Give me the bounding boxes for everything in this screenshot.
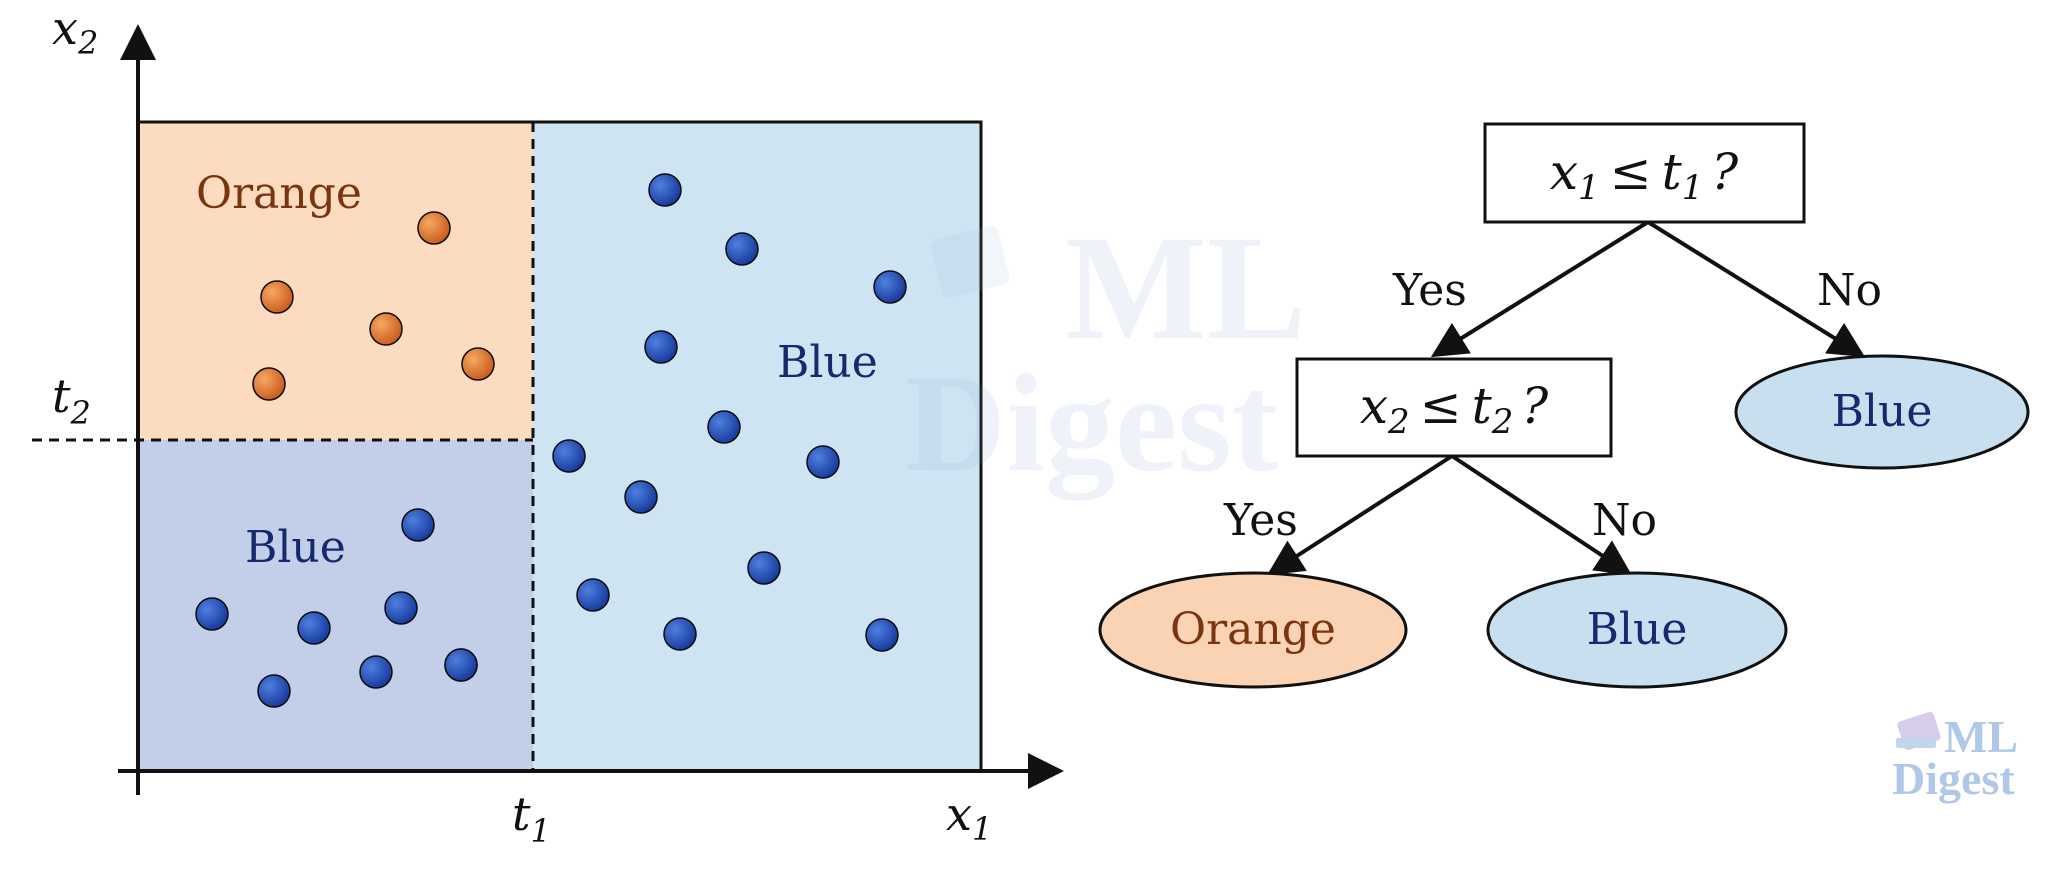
watermark-center: ML Digest <box>905 205 1307 501</box>
corner-logo-ml: ML <box>1944 711 2018 762</box>
orange-point-5 <box>252 367 286 401</box>
blue-left-point-6 <box>359 655 393 689</box>
leaf-right-label: Blue <box>1832 386 1933 437</box>
leaf-left-label: Orange <box>1170 604 1336 655</box>
root-condition: x1≤t1? <box>1550 143 1739 208</box>
orange-point-4 <box>461 347 495 381</box>
root-node: x1≤t1? <box>1483 122 1806 224</box>
decision-tree: x1≤t1? x2≤t2? Yes No Yes No Blue Orange … <box>1098 122 2030 689</box>
blue-right-point-3 <box>873 270 907 304</box>
t1-label: t1 <box>512 787 551 850</box>
orange-region-label: Orange <box>196 168 362 219</box>
leaf-left-orange: Orange <box>1098 571 1408 689</box>
blue-right-point-9 <box>747 551 781 585</box>
child-condition: x2≤t2? <box>1360 377 1549 442</box>
blue-right-point-10 <box>576 578 610 612</box>
blue-right-point-5 <box>707 410 741 444</box>
orange-point-1 <box>417 211 451 245</box>
child-node: x2≤t2? <box>1295 357 1613 458</box>
blue-right-point-8 <box>624 480 658 514</box>
blue-left-region-label: Blue <box>245 522 346 573</box>
orange-region <box>138 122 533 440</box>
orange-point-3 <box>369 312 403 346</box>
orange-point-2 <box>260 280 294 314</box>
edge-root-yes <box>1430 220 1650 358</box>
blue-left-point-3 <box>297 611 331 645</box>
blue-left-point-5 <box>257 674 291 708</box>
leaf-right-blue: Blue <box>1734 354 2030 470</box>
blue-right-point-2 <box>725 232 759 266</box>
corner-logo-digest: Digest <box>1892 753 2015 804</box>
root-yes-label: Yes <box>1392 265 1467 316</box>
blue-right-point-7 <box>806 445 840 479</box>
edge-root-no <box>1646 220 1866 358</box>
edge-child-yes <box>1266 454 1454 576</box>
watermark-center-ml: ML <box>1065 205 1307 371</box>
blue-right-point-6 <box>552 439 586 473</box>
blue-right-points <box>552 173 907 652</box>
blue-left-points <box>195 508 478 708</box>
edge-child-no <box>1450 454 1633 576</box>
blue-right-region-label: Blue <box>777 337 878 388</box>
blue-left-point-8 <box>444 648 478 682</box>
leaf-mid-blue: Blue <box>1486 571 1788 689</box>
blue-right-point-1 <box>648 173 682 207</box>
child-yes-label: Yes <box>1223 495 1298 546</box>
blue-right-point-12 <box>865 618 899 652</box>
y-axis-label: x2 <box>52 1 98 62</box>
blue-left-point-4 <box>384 591 418 625</box>
orange-points <box>252 211 495 401</box>
leaf-mid-label: Blue <box>1587 604 1688 655</box>
blue-right-region <box>533 122 981 771</box>
feature-space-plot: ML Digest x2 x1 t1 t2 Orange Blue Blue <box>32 1 1307 850</box>
root-no-label: No <box>1817 265 1882 316</box>
blue-right-point-11 <box>663 617 697 651</box>
blue-right-point-4 <box>644 330 678 364</box>
blue-left-region <box>138 440 533 771</box>
t2-label: t2 <box>52 369 91 432</box>
blue-left-point-2 <box>195 597 229 631</box>
book-icon <box>1896 711 1941 751</box>
blue-left-point-1 <box>401 508 435 542</box>
child-no-label: No <box>1592 495 1657 546</box>
corner-logo: ML Digest <box>1892 711 2018 804</box>
watermark-center-digest: Digest <box>905 346 1278 501</box>
x-axis-label: x1 <box>946 787 992 848</box>
